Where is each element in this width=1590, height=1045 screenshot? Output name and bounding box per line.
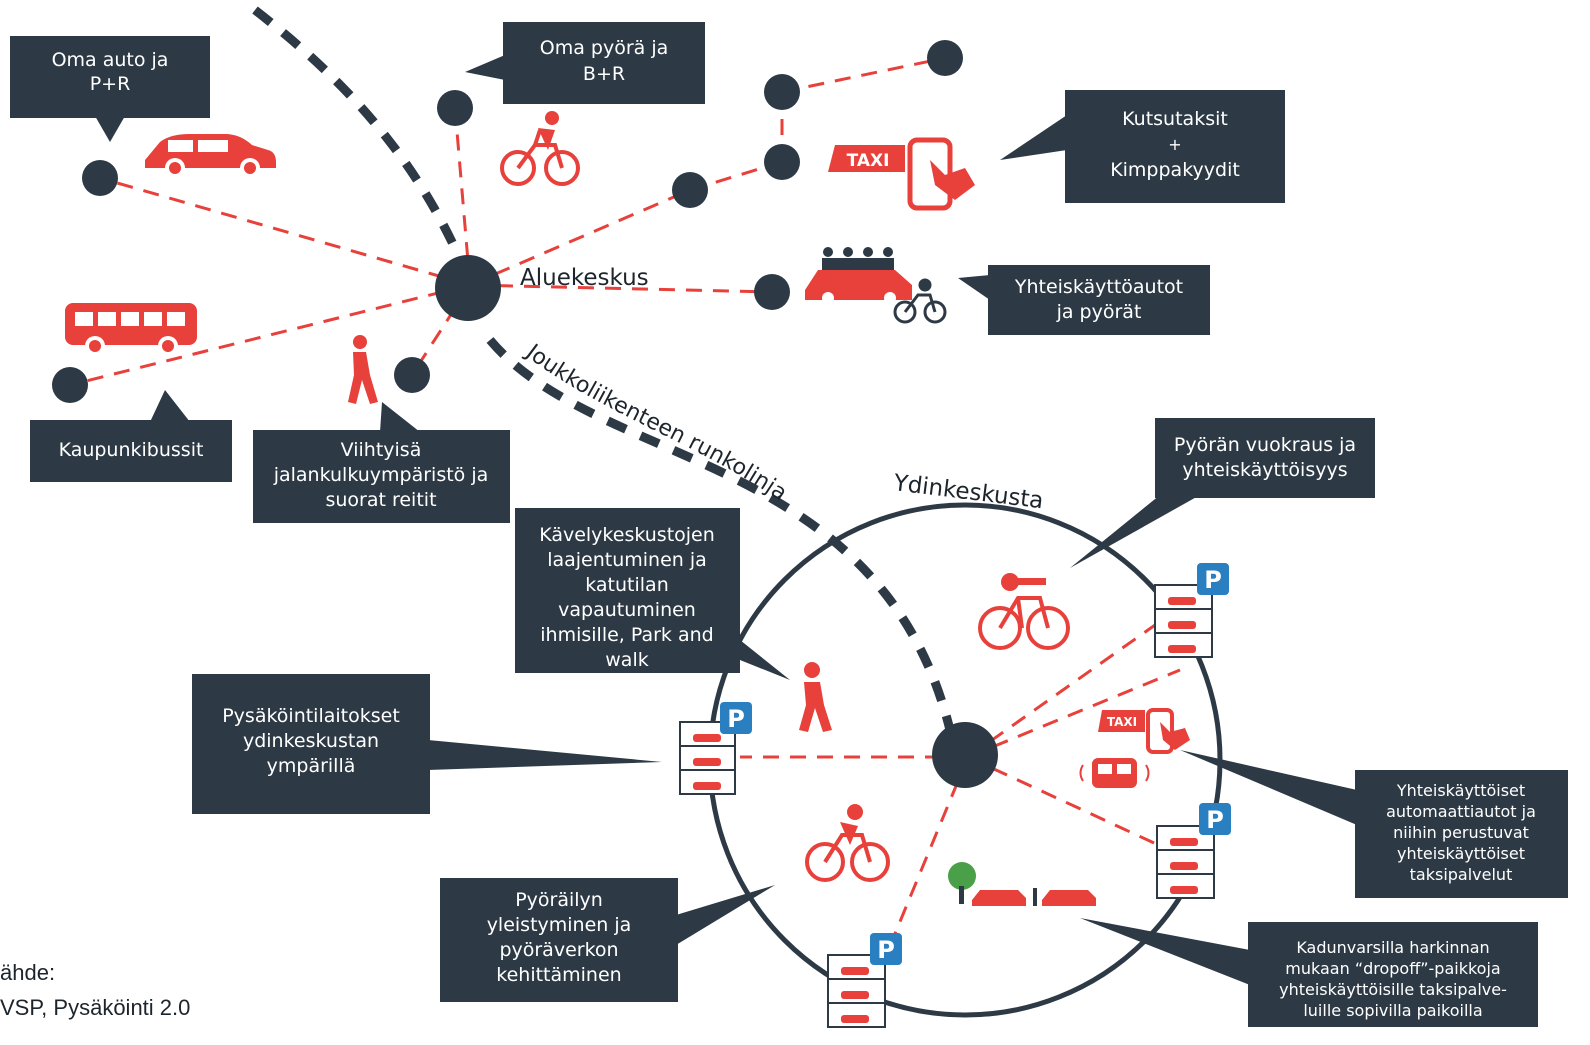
taxi-phone-icon: TAXI xyxy=(828,137,975,211)
callout-pyorailyn: Pyöräilyn yleistyminen ja pyöräverkon ke… xyxy=(440,878,775,1002)
callout-pyoran-vuokraus: Pyörän vuokraus ja yhteiskäyttöisyys xyxy=(1070,418,1375,568)
node-taxi-2 xyxy=(764,144,800,180)
kaupunkibussit-line-1: Kaupunkibussit xyxy=(59,439,204,461)
parking-garage-2: P xyxy=(1154,563,1229,658)
parking-sign-3: P xyxy=(1206,806,1224,834)
callout-pysakointilaitokset: Pysäköintilaitokset ydinkeskustan ympäri… xyxy=(192,674,662,814)
callout-kadunvarsilla: Kadunvarsilla harkinnan mukaan “dropoff”… xyxy=(1080,918,1538,1027)
pyoran-vuokraus-line-1: Pyörän vuokraus ja xyxy=(1174,434,1356,456)
cyclist-core-icon xyxy=(805,804,890,882)
car-icon xyxy=(145,134,276,178)
parking-garage-1: P xyxy=(679,702,752,795)
runkolinja-textpath: Joukkoliikenteen runkolinja xyxy=(520,339,792,507)
kavelykeskustat-line-1: Kävelykeskustojen xyxy=(539,524,715,546)
source-line-2: VSP, Pysäköinti 2.0 xyxy=(0,995,190,1020)
pysakointilaitokset-line-1: Pysäköintilaitokset xyxy=(222,705,400,727)
bus-icon xyxy=(65,303,197,356)
nodes xyxy=(52,40,998,788)
pyoran-vuokraus-line-2: yhteiskäyttöisyys xyxy=(1182,459,1347,481)
node-car xyxy=(82,160,118,196)
oma-auto-line-2: P+R xyxy=(90,73,131,95)
pysakointilaitokset-line-2: ydinkeskustan xyxy=(243,730,379,752)
node-bike xyxy=(437,90,473,126)
kutsutaksit-line-3: Kimppakyydit xyxy=(1110,159,1240,181)
node-taxi-4 xyxy=(927,40,963,76)
kadunvarsilla-line-1: Kadunvarsilla harkinnan xyxy=(1296,938,1489,957)
pysakointilaitokset-line-3: ympärillä xyxy=(267,755,356,777)
pyorailyn-line-1: Pyöräilyn xyxy=(515,889,603,911)
parking-garage-3: P xyxy=(1156,803,1231,899)
pyorailyn-line-3: pyöräverkon xyxy=(499,939,618,961)
kadunvarsilla-line-4: luille sopivilla paikoilla xyxy=(1303,1001,1482,1020)
source-line-1: ähde: xyxy=(0,960,55,985)
bike-rental-icon xyxy=(978,573,1070,650)
callout-yhteiskayttoautot: Yhteiskäyttöautot ja pyörät xyxy=(958,265,1210,335)
kavelykeskustat-line-5: ihmisille, Park and xyxy=(540,624,713,646)
kadunvarsilla-line-2: mukaan “dropoff”-paikkoja xyxy=(1285,959,1500,978)
trunk-line-lower xyxy=(486,337,955,732)
kutsutaksit-line-2: + xyxy=(1168,135,1181,154)
runkolinja-label: Joukkoliikenteen runkolinja xyxy=(520,339,792,507)
node-taxi-3 xyxy=(764,74,800,110)
parking-sign-2: P xyxy=(1204,566,1222,594)
oma-auto-line-1: Oma auto ja xyxy=(52,49,169,71)
trunk-line xyxy=(252,6,473,280)
viihtyisa-line-3: suorat reitit xyxy=(325,489,436,511)
parking-sign-4: P xyxy=(877,936,895,964)
callout-kaupunkibussit: Kaupunkibussit xyxy=(30,390,232,482)
callout-kutsutaksit: Kutsutaksit + Kimppakyydit xyxy=(1000,90,1285,203)
oma-pyora-line-2: B+R xyxy=(583,63,625,85)
automaattiautot-line-2: automaattiautot ja xyxy=(1386,802,1536,821)
autonomous-taxi-icon: TAXI xyxy=(1079,708,1190,788)
oma-pyora-line-1: Oma pyörä ja xyxy=(540,37,669,59)
kavelykeskustat-line-2: laajentuminen ja xyxy=(547,549,707,571)
automaattiautot-line-1: Yhteiskäyttöiset xyxy=(1396,781,1525,800)
taxi-text: TAXI xyxy=(847,151,890,171)
callout-oma-pyora: Oma pyörä ja B+R xyxy=(465,22,705,104)
aluekeskus-label: Aluekeskus xyxy=(520,265,649,291)
node-bus xyxy=(52,367,88,403)
automaattiautot-line-4: yhteiskäyttöiset xyxy=(1397,844,1525,863)
automaattiautot-line-3: niihin perustuvat xyxy=(1393,823,1529,842)
automaattiautot-line-5: taksipalvelut xyxy=(1410,865,1513,884)
kavelykeskustat-line-6: walk xyxy=(605,649,648,671)
core-hub-node xyxy=(932,722,998,788)
cyclist-icon xyxy=(500,111,580,186)
viihtyisa-line-2: jalankulkuympäristö ja xyxy=(273,464,489,486)
pedestrian-core-icon xyxy=(799,662,832,732)
pyorailyn-line-4: kehittäminen xyxy=(496,964,621,986)
viihtyisa-line-1: Viihtyisä xyxy=(341,439,422,461)
yhteiskayttoautot-line-2: ja pyörät xyxy=(1056,301,1142,323)
regional-hub-node xyxy=(435,255,501,321)
parking-garage-4: P xyxy=(827,933,902,1028)
pedestrian-icon xyxy=(348,335,378,404)
kadunvarsilla-line-3: yhteiskäyttöisille taksipalve- xyxy=(1279,980,1507,999)
callout-viihtyisa: Viihtyisä jalankulkuympäristö ja suorat … xyxy=(253,402,510,523)
street-parking-icon xyxy=(948,862,1096,906)
kutsutaksit-line-1: Kutsutaksit xyxy=(1122,108,1228,130)
callout-kavelykeskustat: Kävelykeskustojen laajentuminen ja katut… xyxy=(515,508,790,680)
callout-oma-auto: Oma auto ja P+R xyxy=(10,36,210,142)
node-shared xyxy=(754,274,790,310)
pyorailyn-line-2: yleistyminen ja xyxy=(487,914,632,936)
callout-automaattiautot: Yhteiskäyttöiset automaattiautot ja niih… xyxy=(1180,750,1568,898)
shared-car-icon xyxy=(805,247,947,324)
node-walk xyxy=(394,357,430,393)
kavelykeskustat-line-3: katutilan xyxy=(585,574,669,596)
yhteiskayttoautot-line-1: Yhteiskäyttöautot xyxy=(1014,276,1183,298)
taxi-text-core: TAXI xyxy=(1107,715,1137,729)
node-taxi-1 xyxy=(672,172,708,208)
kavelykeskustat-line-4: vapautuminen xyxy=(558,599,696,621)
parking-sign-1: P xyxy=(727,705,745,733)
